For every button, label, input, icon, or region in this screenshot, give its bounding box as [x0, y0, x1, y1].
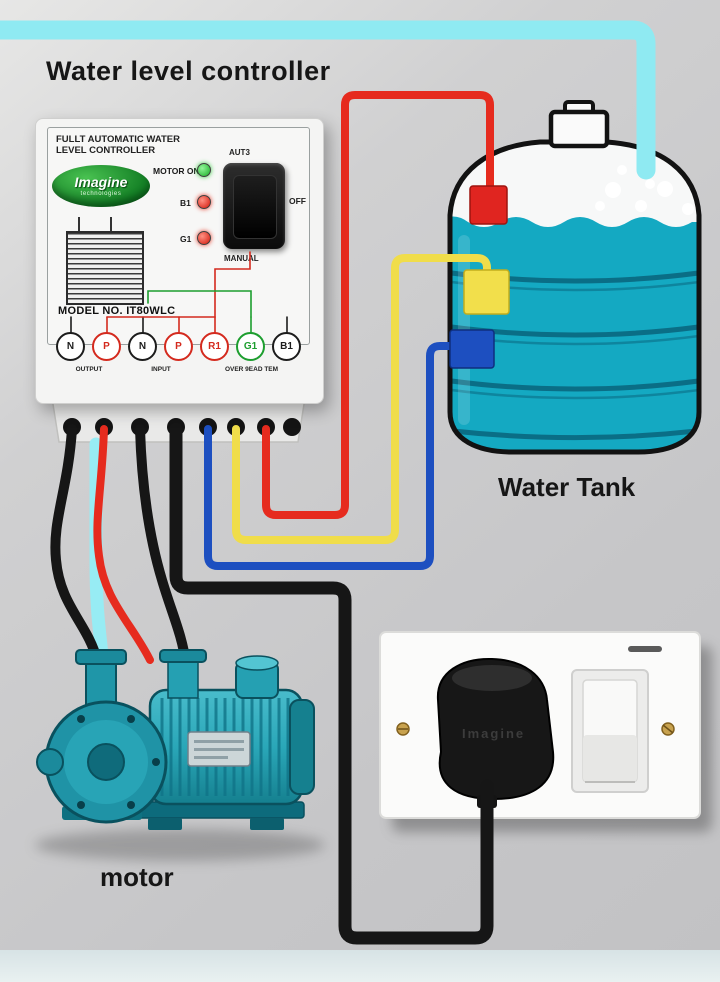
terminal-b1: B1 [272, 332, 301, 361]
mode-switch-rocker[interactable] [233, 175, 277, 239]
motor-label: motor [100, 862, 174, 892]
socket-screw-right [661, 722, 675, 736]
sensor-coil-graphic [66, 231, 144, 305]
motor-on-led [197, 163, 211, 177]
motor-wire-red [93, 425, 154, 664]
sensor-coil-prongs [78, 217, 112, 232]
controller-heading-line2: LEVEL CONTROLLER [56, 145, 156, 156]
motor-wire-black-2 [135, 424, 191, 669]
terminal-g1: G1 [236, 332, 265, 361]
b1-led [197, 195, 211, 209]
tank-lid [548, 100, 610, 149]
motor-shadow [35, 829, 325, 861]
motor-pump [35, 649, 325, 861]
brand-name: Imagine [74, 174, 128, 190]
terminal-group-overhead: OVER 9EAD TEM [224, 366, 279, 373]
wire-red-sensor [262, 91, 494, 519]
floor-strip [0, 950, 720, 982]
terminal-p-output: P [92, 332, 121, 361]
tank-label: Water Tank [498, 472, 636, 502]
pump-inlet [75, 649, 207, 711]
switch-auto-label: AUT3 [229, 148, 250, 157]
page-title: Water level controller [46, 56, 331, 86]
motor-wire-black-1 [50, 424, 102, 665]
motor-nameplate [187, 731, 251, 767]
indicator-b1-label: B1 [180, 198, 191, 208]
g1-led [197, 231, 211, 245]
controller-heading-line1: FULLT AUTOMATIC WATER [56, 134, 181, 145]
terminal-r1: R1 [200, 332, 229, 361]
model-number: MODEL NO. IT80WLC [58, 305, 176, 317]
brand-logo: Imagine technologies [52, 165, 150, 207]
sensor-block-yellow [463, 269, 510, 315]
terminal-p-input: P [164, 332, 193, 361]
switch-off-label: OFF [289, 196, 306, 206]
socket-screw-left [396, 722, 410, 736]
wire-blue-sensor [204, 342, 472, 570]
brand-subtitle: technologies [80, 191, 122, 197]
terminal-group-output: OUTPUT [75, 366, 103, 373]
terminal-n-output: N [56, 332, 85, 361]
indicator-g1-label: G1 [180, 234, 192, 244]
mains-cord [169, 422, 494, 945]
sensor-block-blue [449, 329, 495, 369]
switch-manual-label: MANUAL [224, 254, 259, 263]
controller-heading: FULLT AUTOMATIC WATER LEVEL CONTROLLER [56, 134, 226, 156]
sensor-block-red [469, 185, 508, 225]
tank-bubbles [595, 165, 694, 215]
wire-yellow-sensor [232, 254, 491, 544]
terminal-group-input: INPUT [151, 366, 171, 373]
water-inlet-pipe [0, 20, 656, 180]
socket-slot [628, 646, 662, 652]
motor-terminal-cap [235, 655, 279, 699]
pump-volute [36, 700, 168, 824]
tank-outline [447, 139, 702, 455]
terminal-n-input: N [128, 332, 157, 361]
wall-switch [571, 669, 649, 793]
controller-box: FULLT AUTOMATIC WATER LEVEL CONTROLLER I… [35, 118, 324, 404]
indicator-motor-on-label: MOTOR ON [153, 166, 200, 176]
plug-brand-label: Imagine [462, 726, 526, 741]
